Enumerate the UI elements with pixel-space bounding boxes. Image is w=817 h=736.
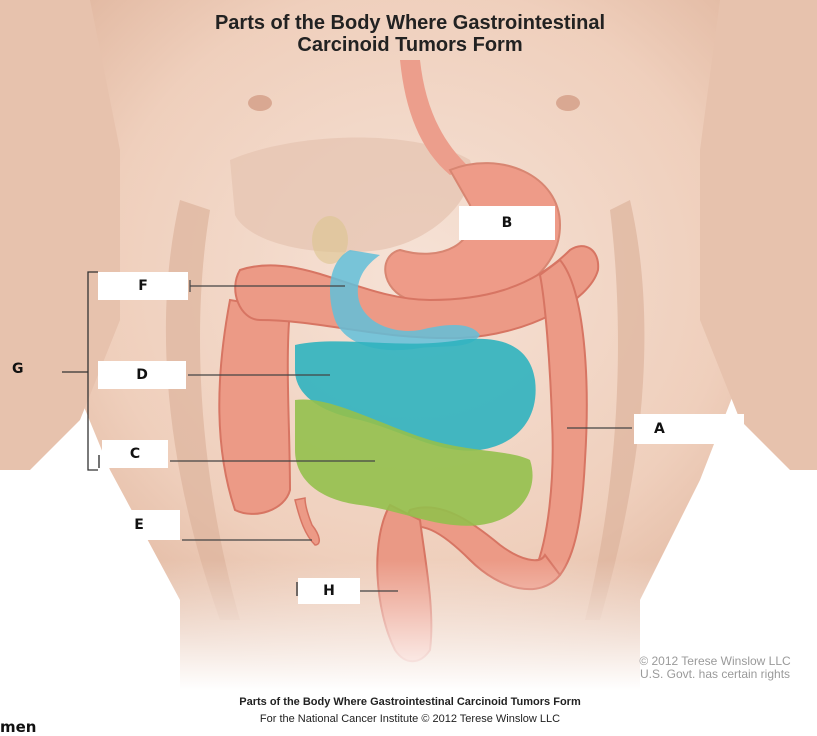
label-c-text: C: [130, 446, 140, 462]
label-box-f: F: [98, 272, 188, 300]
label-e-text: E: [134, 517, 144, 533]
label-box-b: B: [459, 206, 555, 240]
label-box-d: D: [98, 361, 186, 389]
copyright-line-2: U.S. Govt. has certain rights: [620, 668, 810, 681]
label-f-text: F: [138, 278, 148, 294]
label-box-e: E: [98, 510, 180, 540]
caption-credit: For the National Cancer Institute © 2012…: [150, 713, 670, 725]
label-g-text: G: [12, 361, 24, 377]
truncated-text: men: [0, 718, 36, 736]
diagram-title: Parts of the Body Where Gastrointestinal…: [160, 12, 660, 56]
label-box-c: C: [102, 440, 168, 468]
ascending-colon: [219, 300, 290, 514]
title-line-2: Carcinoid Tumors Form: [160, 34, 660, 56]
label-h-text: H: [323, 583, 335, 599]
label-a-text: A: [654, 421, 665, 437]
label-box-h: H: [298, 578, 360, 604]
left-nipple: [248, 95, 272, 111]
title-line-1: Parts of the Body Where Gastrointestinal: [160, 12, 660, 34]
label-b-text: B: [502, 215, 513, 231]
right-nipple: [556, 95, 580, 111]
label-box-a: A: [634, 414, 744, 444]
copyright-notice: © 2012 Terese Winslow LLC U.S. Govt. has…: [620, 655, 810, 681]
label-d-text: D: [136, 367, 148, 383]
caption-title: Parts of the Body Where Gastrointestinal…: [150, 696, 670, 708]
